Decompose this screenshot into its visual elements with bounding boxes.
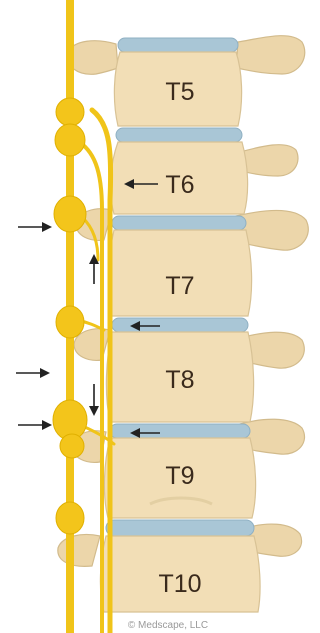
label-t5: T5 [165,78,194,106]
ganglion-1 [56,98,84,126]
ganglion-3 [54,196,86,232]
label-t7: T7 [165,272,194,300]
copyright-credit: © Medscape, LLC [128,620,208,631]
ganglion-6 [60,434,84,458]
label-t10: T10 [158,570,201,598]
arrow-down-ramus [89,384,99,416]
ganglion-2 [55,124,85,156]
label-t9: T9 [165,462,194,490]
ganglion-4 [56,306,84,338]
label-t6: T6 [165,171,194,199]
arrow-left-ganglion-3 [18,222,52,232]
label-t8: T8 [165,366,194,394]
ganglion-7 [56,502,84,534]
arrow-left-ganglion-5 [18,420,52,430]
arrow-left-ganglion-4 [16,368,50,378]
